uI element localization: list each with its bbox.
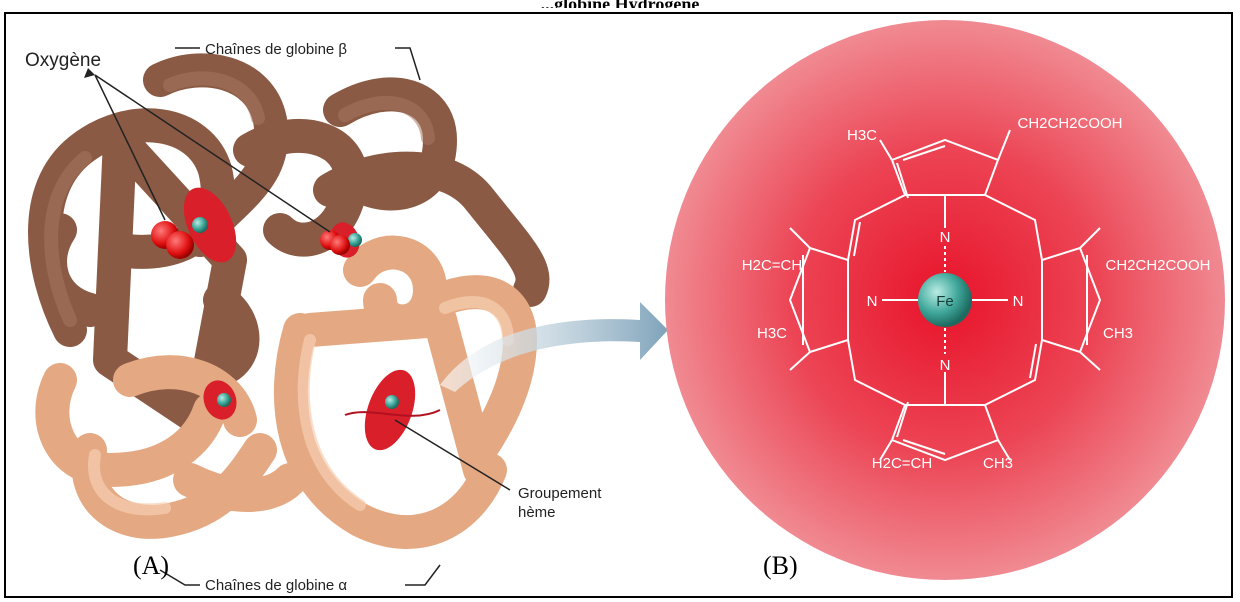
heme-group-label-line2: hème bbox=[518, 504, 556, 521]
substituent-left-lower: H3C bbox=[757, 325, 787, 342]
hemoglobin-structure bbox=[45, 48, 533, 585]
heme-group-label-line1: Groupement bbox=[518, 485, 602, 502]
substituent-left-upper: H2C=CH bbox=[742, 257, 802, 274]
beta-chains-label: Chaînes de globine β bbox=[205, 41, 347, 58]
substituent-bottom-left: H2C=CH bbox=[872, 455, 932, 472]
nitrogen-bottom: N bbox=[940, 357, 951, 374]
panel-b-label: (B) bbox=[763, 551, 798, 580]
substituent-top-right: CH2CH2COOH bbox=[1017, 115, 1122, 132]
panel-a-label: (A) bbox=[133, 551, 169, 580]
iron-label: Fe bbox=[936, 293, 954, 310]
nitrogen-top: N bbox=[940, 229, 951, 246]
substituent-top-left: H3C bbox=[847, 127, 877, 144]
alpha-chains-label: Chaînes de globine α bbox=[205, 577, 347, 594]
substituent-right-lower: CH3 bbox=[1103, 325, 1133, 342]
nitrogen-left: N bbox=[867, 293, 878, 310]
substituent-bottom-right: CH3 bbox=[983, 455, 1013, 472]
substituent-right-upper: CH2CH2COOH bbox=[1105, 257, 1210, 274]
zoom-arrow bbox=[440, 302, 668, 392]
nitrogen-right: N bbox=[1013, 293, 1024, 310]
oxygen-label: Oxygène bbox=[25, 50, 101, 71]
